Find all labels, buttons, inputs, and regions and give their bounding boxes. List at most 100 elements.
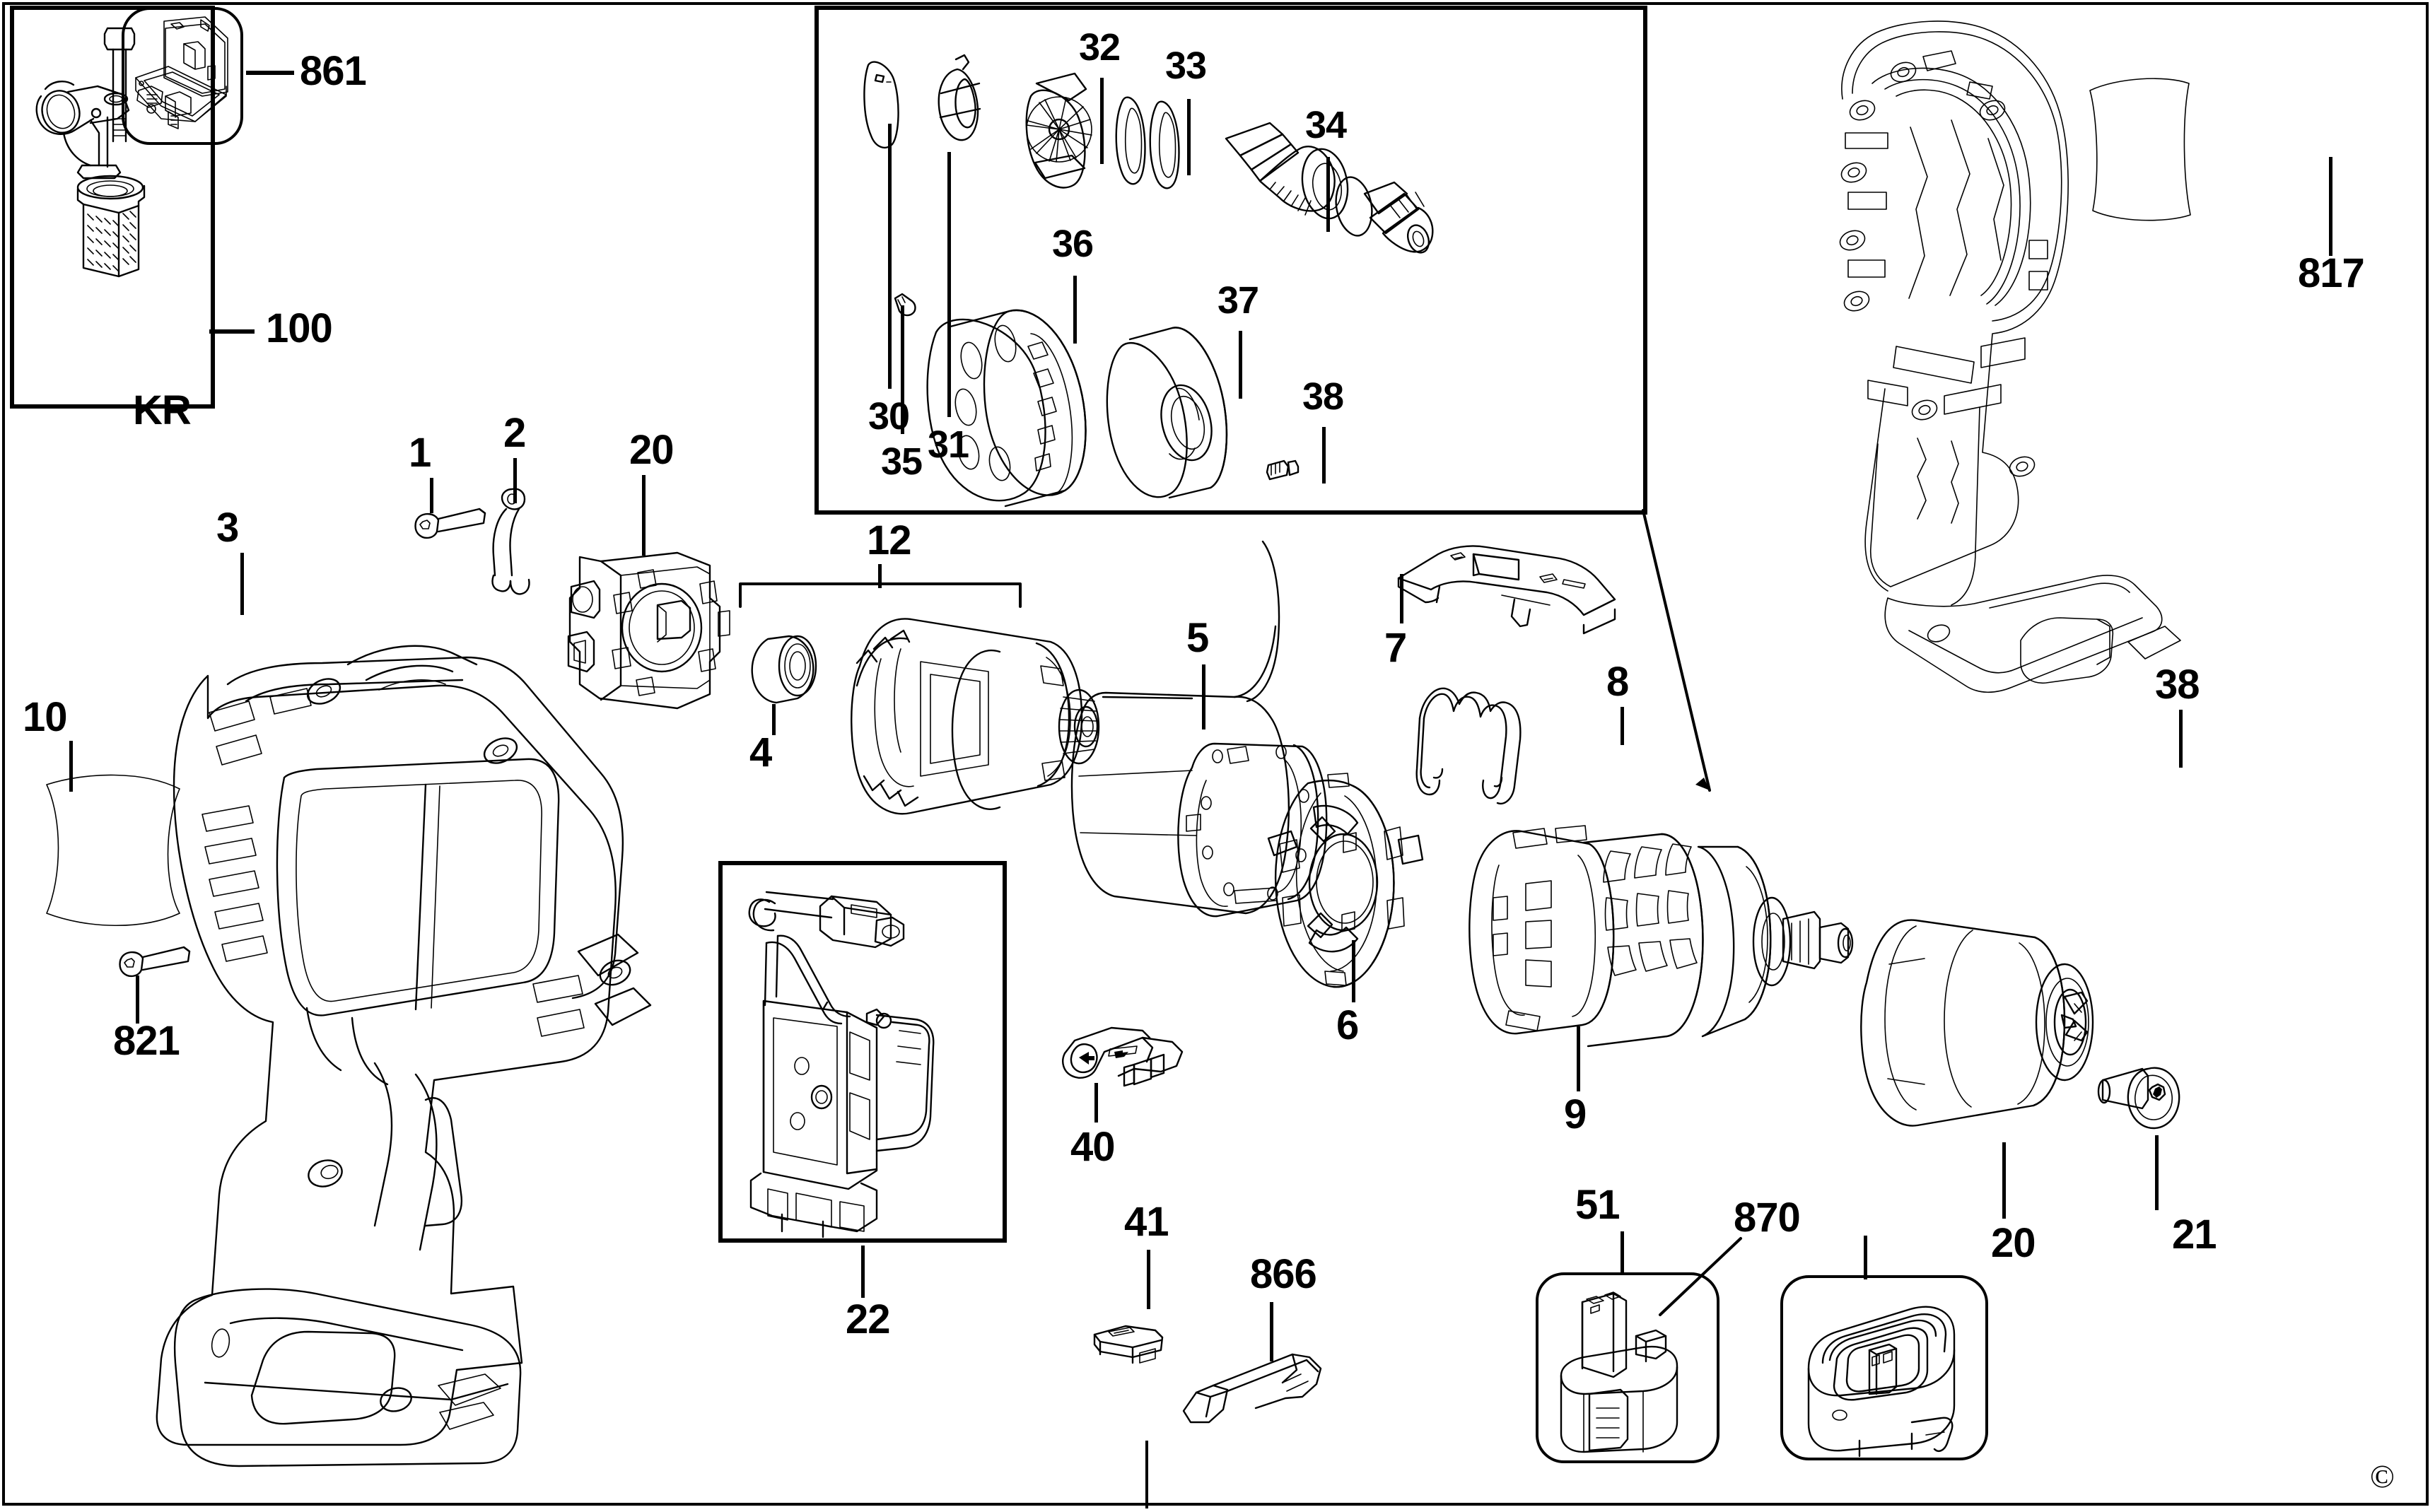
switch-inset-box [718, 861, 1007, 1243]
gearcase-4-art [1061, 540, 1343, 919]
leader-2 [642, 475, 646, 556]
leader-gearbox-to-gearcase [1640, 509, 1732, 827]
callout-861: 861 [300, 48, 367, 94]
charger-870-art [1792, 1284, 1983, 1458]
leader-861 [246, 71, 294, 75]
screw-38-top-art [409, 502, 501, 544]
callout-38-left: 821 [113, 1018, 180, 1064]
leader-4 [1202, 664, 1205, 729]
leader-35 [901, 305, 904, 434]
trigger-switch-21-art [738, 877, 993, 1238]
callout-821: 10 [23, 694, 68, 740]
leader-100 [209, 329, 255, 334]
callout-3: 12 [867, 517, 912, 563]
callout-20-left: 3 [216, 505, 239, 551]
case-inset-box [122, 7, 243, 145]
leader-20-right [2179, 710, 2183, 768]
leader-8 [1577, 1026, 1580, 1091]
battery-866-art [1547, 1281, 1710, 1458]
callout-10: 21 [2172, 1212, 2217, 1258]
charger-inset-box [1780, 1275, 1988, 1460]
spring-clip-7-art [1394, 672, 1536, 813]
callout-41: 866 [1250, 1251, 1317, 1297]
leader-821 [69, 741, 73, 792]
leader-12 [772, 704, 776, 735]
callout-866: 51 [1575, 1182, 1621, 1228]
leader-870 [1864, 1236, 1867, 1279]
leader-32 [1100, 78, 1104, 164]
screwdriver-bit-41-art [1175, 1349, 1331, 1434]
leader-34 [1326, 157, 1330, 232]
kr-inset-box [10, 6, 215, 409]
callout-36: 36 [1052, 223, 1094, 265]
leader-21 [861, 1246, 865, 1298]
kit-case-art [132, 13, 238, 141]
callout-7: 8 [1606, 659, 1629, 705]
callout-4: 5 [1186, 615, 1209, 661]
chuck-9-art [1848, 905, 2124, 1145]
side-handle-art [17, 13, 208, 402]
clip-1-art [485, 482, 549, 595]
bearing-12-art [748, 629, 826, 707]
leader-10 [2155, 1135, 2159, 1210]
callout-31: 31 [928, 423, 969, 466]
callout-2: 20 [629, 427, 675, 473]
callout-37: 37 [1218, 279, 1259, 322]
leader-20-left [240, 553, 244, 615]
callout-5: 6 [1336, 1002, 1359, 1048]
leader-7 [1621, 707, 1624, 745]
leader-38-left [136, 975, 139, 1024]
gearbox-8-art [1449, 778, 1888, 1074]
leader-22 [1094, 1083, 1098, 1123]
callout-12: 4 [749, 729, 772, 775]
leader-1 [513, 458, 517, 503]
bit-clip-40-art [1089, 1313, 1181, 1370]
callout-22: 40 [1070, 1124, 1116, 1170]
callout-51: 870 [1734, 1195, 1801, 1241]
callout-20-right: 38 [2155, 662, 2200, 708]
right-housing-art [1817, 14, 2241, 905]
callout-1: 2 [503, 410, 526, 456]
callout-100: 100 [266, 305, 333, 351]
brush-plate-2-art [557, 544, 741, 721]
callout-34: 34 [1305, 104, 1347, 146]
leader-9 [2002, 1142, 2006, 1219]
mode-cover-6-art [1390, 539, 1623, 638]
callout-817: 817 [2298, 250, 2365, 296]
leader-37 [1239, 331, 1242, 399]
leader-36 [1073, 276, 1077, 344]
callout-35: 35 [881, 440, 923, 483]
label-821-art [37, 774, 192, 927]
battery-inset-box [1536, 1272, 1719, 1463]
footer-divider-tick [1145, 1441, 1148, 1508]
leader-5 [1352, 940, 1355, 1002]
gearbox-inset-box [814, 6, 1647, 515]
callout-33: 33 [1165, 45, 1207, 87]
endplate-5-art [1260, 762, 1479, 995]
callout-38-gearbox: 38 [1302, 375, 1344, 418]
leader-51 [1654, 1236, 1746, 1320]
leader-3 [878, 564, 882, 588]
leader-30 [888, 124, 892, 389]
callout-6: 7 [1384, 625, 1407, 671]
copyright-symbol: © [2370, 1458, 2395, 1494]
leader-6 [1400, 574, 1403, 623]
screw-38-left-art [113, 942, 205, 984]
left-housing-art [156, 551, 785, 1467]
gearbox-detail-art [826, 14, 1639, 509]
leader-31 [947, 152, 951, 417]
leader-41 [1270, 1302, 1273, 1361]
chuck-screw-10-art [2093, 1060, 2220, 1152]
callout-kr: KR [133, 387, 192, 433]
leader-817 [2329, 157, 2332, 256]
fwd-rev-lever-22-art [1055, 1022, 1196, 1100]
callout-21: 22 [846, 1296, 891, 1342]
callout-38-top: 1 [409, 430, 431, 476]
callout-9: 20 [1991, 1220, 2036, 1266]
leader-866 [1621, 1231, 1624, 1275]
leader-38-top [430, 478, 433, 513]
callout-8: 9 [1564, 1091, 1587, 1137]
callout-32: 32 [1079, 26, 1121, 69]
leader-33 [1187, 99, 1191, 175]
